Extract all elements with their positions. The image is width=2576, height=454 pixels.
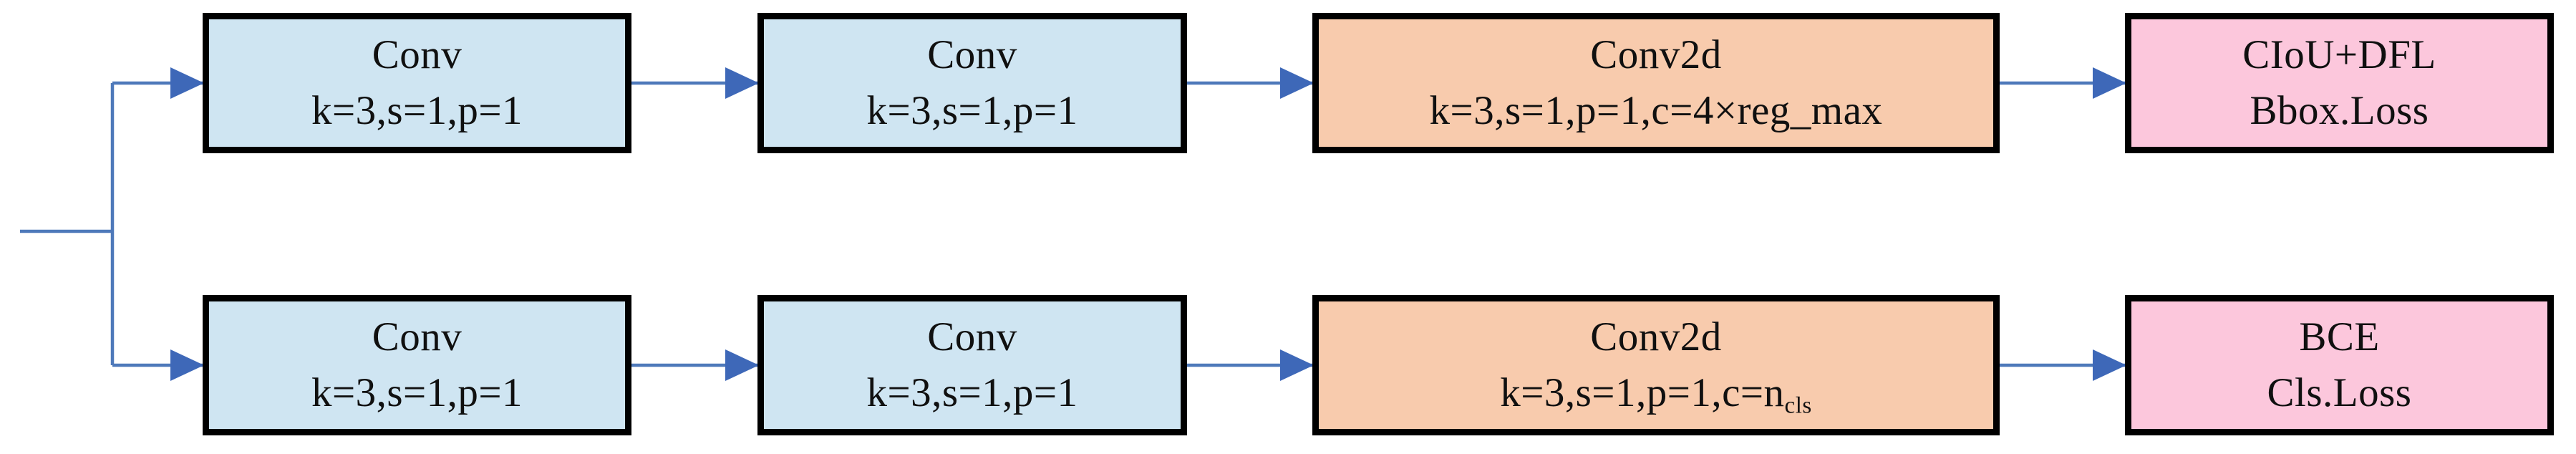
node-params: k=3,s=1,p=1 <box>311 370 523 415</box>
node-params-subscript: cls <box>1784 392 1812 419</box>
node-params: k=3,s=1,p=1 <box>866 88 1078 133</box>
node-title: Conv <box>927 314 1017 359</box>
node-bbox-loss: CIoU+DFL Bbox.Loss <box>2125 13 2554 153</box>
node-params: k=3,s=1,p=1,c=4×reg_max <box>1429 88 1883 133</box>
node-title: Conv <box>372 314 463 359</box>
node-title: Conv2d <box>1590 32 1722 77</box>
node-title: Conv <box>372 32 463 77</box>
node-bbox-conv2d: Conv2d k=3,s=1,p=1,c=4×reg_max <box>1312 13 2000 153</box>
node-title: Conv <box>927 32 1017 77</box>
node-params: Bbox.Loss <box>2250 88 2429 133</box>
node-title: CIoU+DFL <box>2242 32 2436 77</box>
node-params-main: k=3,s=1,p=1,c=n <box>1500 370 1785 415</box>
node-bbox-conv-2: Conv k=3,s=1,p=1 <box>757 13 1187 153</box>
node-params: k=3,s=1,p=1 <box>866 370 1078 415</box>
node-cls-conv-1: Conv k=3,s=1,p=1 <box>203 295 631 435</box>
node-bbox-conv-1: Conv k=3,s=1,p=1 <box>203 13 631 153</box>
node-title: Conv2d <box>1590 314 1722 359</box>
node-params: k=3,s=1,p=1 <box>311 88 523 133</box>
node-cls-conv-2: Conv k=3,s=1,p=1 <box>757 295 1187 435</box>
node-params: Cls.Loss <box>2267 370 2412 415</box>
node-cls-conv2d: Conv2d k=3,s=1,p=1,c=ncls <box>1312 295 2000 435</box>
node-params: k=3,s=1,p=1,c=ncls <box>1500 365 1812 421</box>
node-cls-loss: BCE Cls.Loss <box>2125 295 2554 435</box>
node-title: BCE <box>2299 314 2380 359</box>
